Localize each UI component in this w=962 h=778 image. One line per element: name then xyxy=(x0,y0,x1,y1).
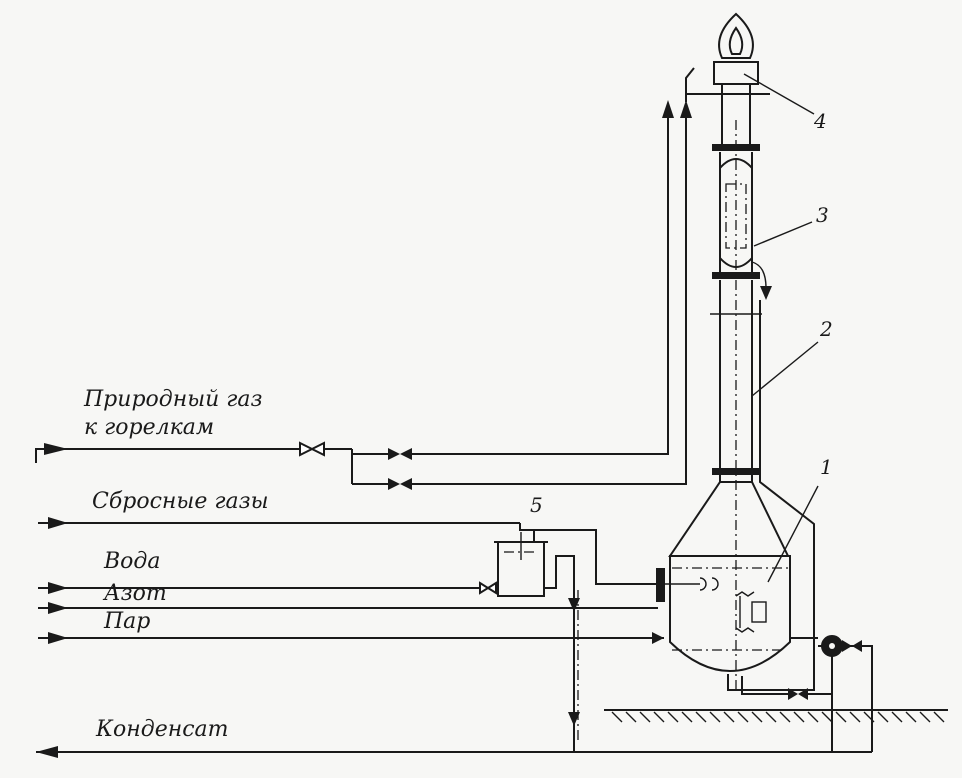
gas-valve-2 xyxy=(388,448,412,460)
natural-gas-label-line-1: Природный газ xyxy=(83,387,263,412)
steam-line xyxy=(38,632,664,644)
bottom-outlet xyxy=(741,676,832,700)
callout-3: 3 xyxy=(816,203,829,227)
callout-5: 5 xyxy=(530,493,543,517)
natural-gas-label-line-2: к горелкам xyxy=(84,415,214,440)
gas-valve-3 xyxy=(388,478,412,490)
waste-gas-line xyxy=(38,517,658,585)
callout-2: 2 xyxy=(819,317,833,341)
waste-gases-label: Сбросные газы xyxy=(92,489,268,514)
natural-gas-line xyxy=(35,67,770,490)
nitrogen-label: Азот xyxy=(102,581,167,606)
nitrogen-line xyxy=(38,602,658,614)
water-label: Вода xyxy=(103,549,160,574)
ground-line xyxy=(604,709,948,723)
pump xyxy=(818,635,872,752)
gas-valve-1 xyxy=(299,441,325,457)
callout-4: 4 xyxy=(813,109,827,133)
reactor-vessel-1 xyxy=(656,300,818,691)
callout-leaders xyxy=(743,73,819,583)
steam-label: Пар xyxy=(103,609,150,634)
separator-drain xyxy=(568,584,580,752)
condensate-label: Конденсат xyxy=(95,717,229,742)
heat-exchanger-3 xyxy=(712,144,772,310)
flare-tip-4 xyxy=(713,12,759,144)
separator-5 xyxy=(494,530,575,597)
water-line xyxy=(38,581,498,595)
callout-1: 1 xyxy=(820,455,833,479)
